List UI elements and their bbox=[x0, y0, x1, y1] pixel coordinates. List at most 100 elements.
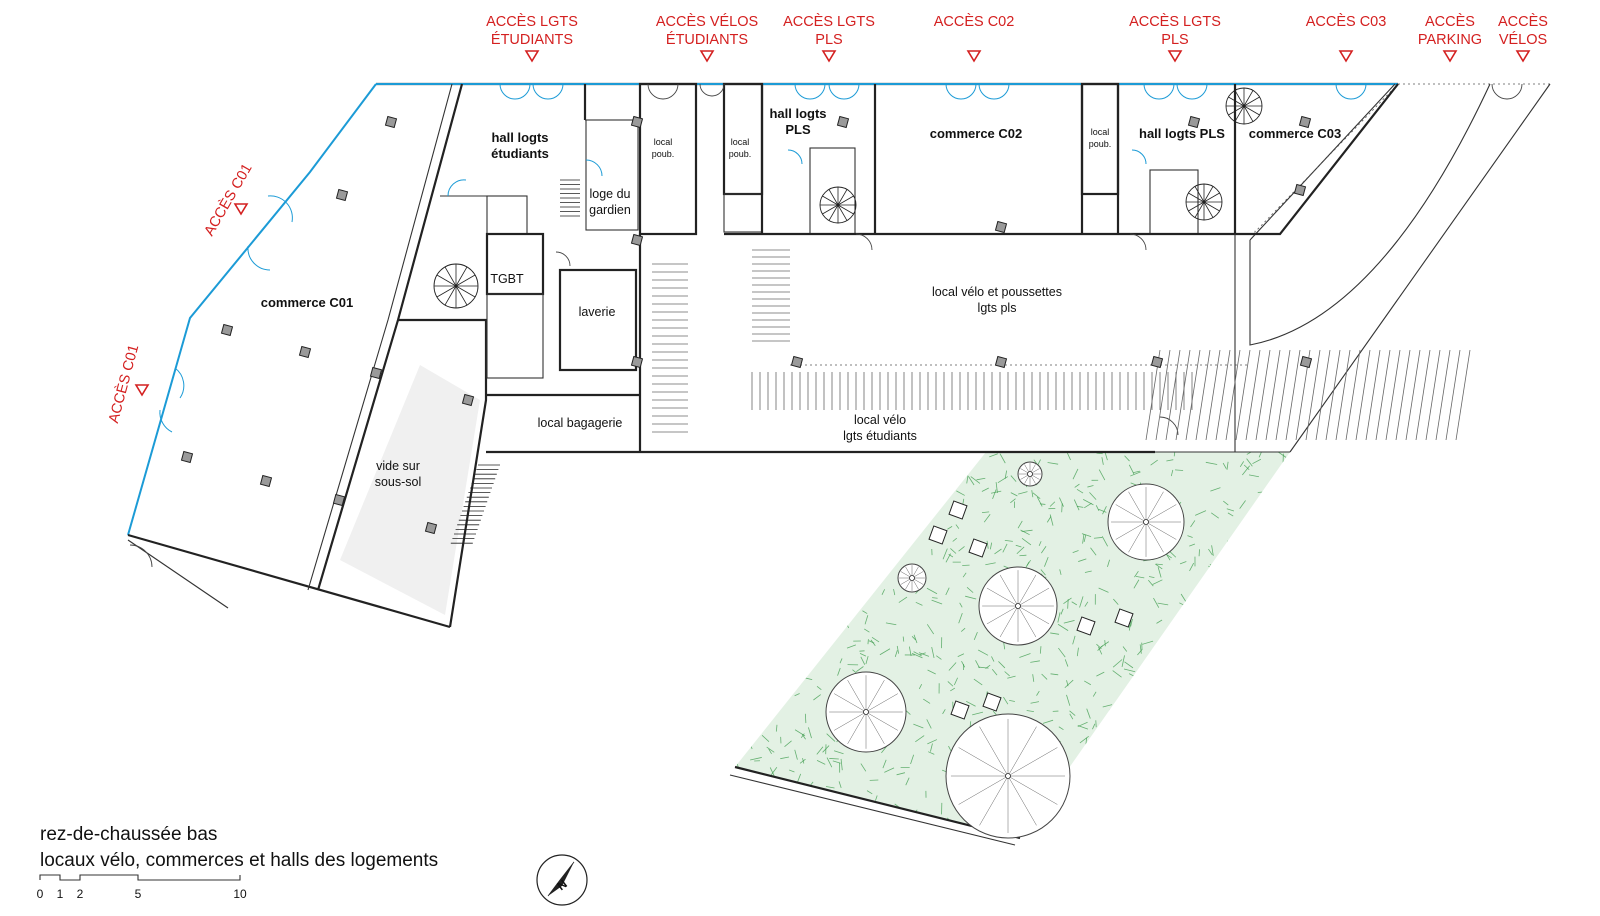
grass-stroke bbox=[752, 604, 758, 614]
ramp-line bbox=[1205, 349, 1221, 441]
grass-stroke bbox=[1257, 678, 1260, 690]
grass-stroke bbox=[1190, 806, 1196, 814]
grass-stroke bbox=[1176, 724, 1181, 731]
grass-stroke bbox=[743, 589, 755, 592]
grass-stroke bbox=[1042, 719, 1054, 724]
tree-spoke bbox=[999, 605, 1019, 638]
grass-stroke bbox=[1285, 615, 1290, 620]
grass-stroke bbox=[783, 823, 790, 831]
grass-stroke bbox=[926, 624, 935, 635]
ramp-line bbox=[1405, 349, 1421, 441]
grass-stroke bbox=[811, 516, 814, 525]
grass-stroke bbox=[1134, 729, 1140, 734]
tree-spoke bbox=[865, 711, 885, 744]
glazed-facade bbox=[127, 83, 377, 536]
tree-spoke bbox=[986, 605, 1019, 625]
ramp-line bbox=[1395, 349, 1411, 441]
grass-stroke bbox=[1274, 671, 1286, 674]
access-c02: ACCÈS C02 bbox=[934, 13, 1014, 63]
pillar bbox=[790, 355, 804, 369]
grass-stroke bbox=[1003, 696, 1009, 705]
grass-stroke bbox=[1128, 464, 1135, 475]
grass-stroke bbox=[1205, 791, 1211, 802]
grass-stroke bbox=[1120, 772, 1127, 778]
grass-stroke bbox=[794, 693, 800, 697]
tree-spoke bbox=[958, 775, 1009, 805]
grass-stroke bbox=[750, 757, 762, 761]
grass-stroke bbox=[1247, 602, 1252, 610]
grass-stroke bbox=[1082, 498, 1094, 506]
grass-stroke bbox=[1200, 772, 1204, 781]
grass-stroke bbox=[1083, 534, 1087, 542]
grass-stroke bbox=[1266, 726, 1270, 735]
grass-stroke bbox=[969, 721, 972, 727]
grass-stroke bbox=[1096, 643, 1102, 650]
grass-stroke bbox=[737, 582, 745, 587]
grass-stroke bbox=[736, 568, 742, 573]
grass-stroke bbox=[1227, 512, 1234, 517]
grass-stroke bbox=[879, 648, 891, 656]
grass-stroke bbox=[1157, 567, 1162, 578]
grass-stroke bbox=[976, 477, 986, 481]
grass-stroke bbox=[1173, 643, 1181, 649]
tree-trunk bbox=[863, 709, 869, 715]
grass-stroke bbox=[1036, 690, 1040, 696]
grass-stroke bbox=[1098, 508, 1107, 513]
door-swing bbox=[1176, 83, 1193, 100]
grass-stroke bbox=[838, 813, 846, 823]
grass-stroke bbox=[1159, 735, 1163, 742]
ramp-line bbox=[1425, 349, 1441, 441]
pillar bbox=[630, 233, 644, 247]
pillar bbox=[630, 115, 644, 129]
grass-stroke bbox=[1152, 579, 1163, 585]
grass-stroke bbox=[747, 535, 753, 539]
tree-spoke bbox=[1007, 775, 1058, 805]
grass-stroke bbox=[725, 642, 730, 643]
grass-stroke bbox=[1160, 737, 1162, 743]
access-label-line: ÉTUDIANTS bbox=[491, 31, 573, 48]
tree-icon bbox=[1107, 483, 1185, 561]
grass-stroke bbox=[826, 733, 836, 742]
grass-stroke bbox=[1168, 796, 1174, 801]
ramp-line bbox=[1375, 349, 1391, 441]
grass-stroke bbox=[772, 493, 776, 499]
grass-stroke bbox=[1113, 598, 1119, 605]
tree-spoke bbox=[1145, 504, 1177, 523]
plan-subtitle: locaux vélo, commerces et halls des loge… bbox=[40, 850, 438, 871]
grass-stroke bbox=[1139, 644, 1142, 654]
door-swing bbox=[647, 83, 664, 100]
grass-stroke bbox=[738, 778, 744, 789]
grass-stroke bbox=[1251, 795, 1262, 804]
room-label: poub. bbox=[1089, 139, 1112, 149]
grass-stroke bbox=[945, 476, 951, 483]
grass-stroke bbox=[812, 471, 823, 474]
grass-stroke bbox=[737, 724, 746, 733]
grass-stroke bbox=[1243, 593, 1250, 602]
grass-stroke bbox=[927, 669, 936, 675]
grass-stroke bbox=[1182, 766, 1187, 777]
grass-stroke bbox=[766, 746, 775, 753]
grass-stroke bbox=[992, 489, 997, 499]
grass-stroke bbox=[1086, 708, 1091, 719]
grass-stroke bbox=[1231, 565, 1239, 573]
grass-stroke bbox=[1237, 720, 1240, 728]
grass-stroke bbox=[864, 824, 866, 835]
grass-stroke bbox=[735, 746, 742, 750]
grass-stroke bbox=[803, 510, 808, 522]
grass-stroke bbox=[802, 569, 805, 580]
grass-stroke bbox=[932, 597, 938, 599]
grass-stroke bbox=[1110, 816, 1117, 824]
grass-stroke bbox=[1046, 516, 1052, 523]
plan-title: rez-de-chaussée bas bbox=[40, 824, 217, 845]
grass-stroke bbox=[972, 711, 984, 716]
grass-stroke bbox=[862, 610, 868, 614]
ramp-line bbox=[1415, 349, 1431, 441]
grass-stroke bbox=[1087, 485, 1094, 488]
grass-stroke bbox=[804, 546, 808, 553]
ramp-line bbox=[1275, 349, 1291, 441]
grass-stroke bbox=[1271, 572, 1276, 584]
grass-stroke bbox=[777, 479, 783, 489]
grass-stroke bbox=[1226, 461, 1229, 470]
grass-stroke bbox=[891, 473, 899, 482]
grass-stroke bbox=[944, 461, 949, 471]
